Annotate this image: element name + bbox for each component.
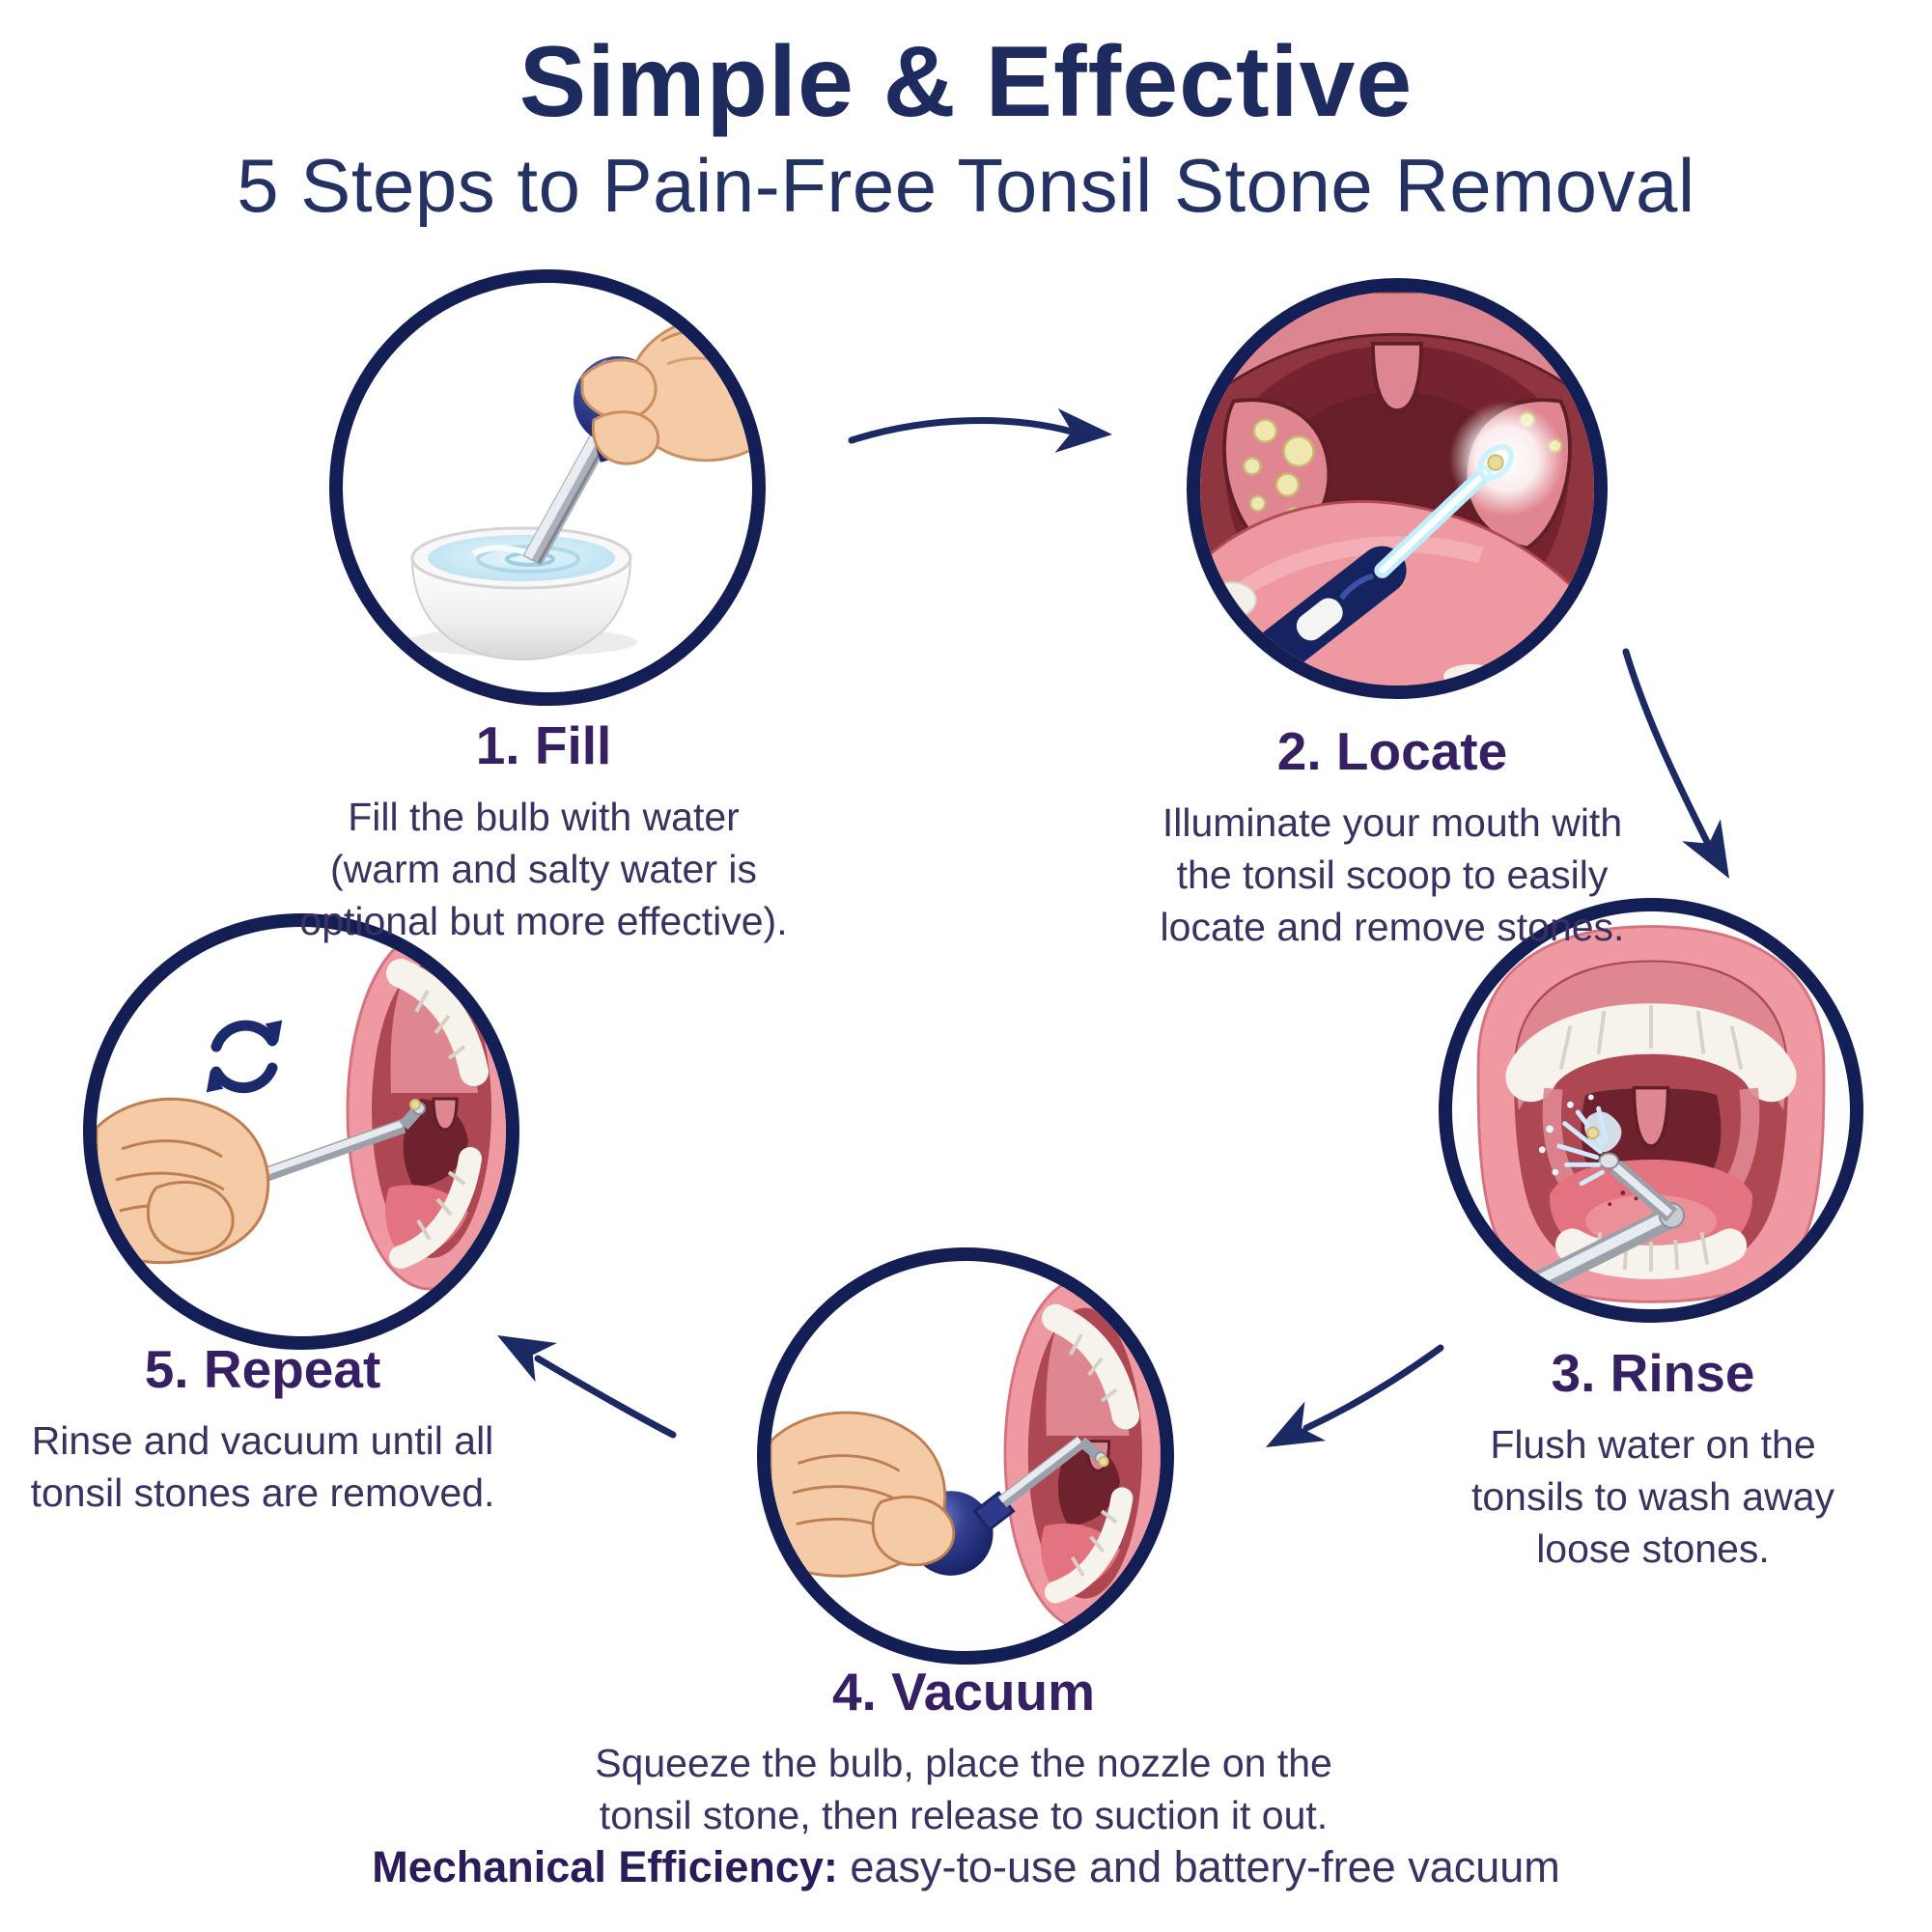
hand-icon xyxy=(580,314,752,465)
step3-rinse-illustration xyxy=(1439,898,1863,1323)
footer-note-rest: easy-to-use and battery-free vacuum xyxy=(837,1842,1560,1891)
step-4-caption: 4. Vacuum Squeeze the bulb, place the no… xyxy=(568,1663,1359,1841)
arrow-step1-to-step2-icon xyxy=(848,408,1112,453)
rinse-nozzle-icon xyxy=(1486,1152,1685,1309)
step-5-description: Rinse and vacuum until all tonsil stones… xyxy=(30,1417,495,1515)
step-2-label: 2. Locate xyxy=(1276,721,1508,781)
step-3-caption: 3. Rinse Flush water on the tonsils to w… xyxy=(1402,1344,1904,1575)
step-1-description: Fill the bulb with water (warm and salty… xyxy=(299,794,788,943)
water-bowl-icon xyxy=(406,526,637,661)
step-2-description: Illuminate your mouth with the tonsil sc… xyxy=(1160,799,1625,949)
step-3-description: Flush water on the tonsils to wash away … xyxy=(1470,1421,1834,1571)
water-spray-icon xyxy=(1538,1094,1638,1207)
step5-repeat-illustration xyxy=(83,913,519,1350)
page-title: Simple & Effective xyxy=(518,26,1414,138)
step-5-label: 5. Repeat xyxy=(144,1339,381,1399)
side-mouth-icon xyxy=(1003,1276,1161,1630)
step-5-caption: 5. Repeat Rinse and vacuum until all ton… xyxy=(0,1340,533,1519)
step-1-label: 1. Fill xyxy=(475,715,612,775)
step1-fill-illustration xyxy=(329,269,766,706)
step4-vacuum-illustration xyxy=(757,1247,1174,1665)
tonsil-scoop-icon xyxy=(1224,443,1515,686)
step-1-caption: 1. Fill Fill the bulb with water (warm a… xyxy=(235,716,853,947)
side-mouth-icon xyxy=(346,930,506,1291)
footer-note-lead: Mechanical Efficiency: xyxy=(372,1842,838,1891)
step-2-caption: 2. Locate Illuminate your mouth with the… xyxy=(1083,722,1701,953)
open-mouth-icon xyxy=(1476,925,1826,1303)
step-4-label: 4. Vacuum xyxy=(831,1662,1096,1722)
refresh-icon xyxy=(206,1020,283,1094)
hand-icon xyxy=(97,1097,270,1265)
step2-locate-illustration xyxy=(1187,278,1608,699)
header: Simple & Effective 5 Steps to Pain-Free … xyxy=(0,27,1932,230)
page-subtitle: 5 Steps to Pain-Free Tonsil Stone Remova… xyxy=(237,143,1695,229)
footer-note: Mechanical Efficiency: easy-to-use and b… xyxy=(0,1842,1932,1892)
hand-icon xyxy=(770,1411,956,1578)
step-3-label: 3. Rinse xyxy=(1551,1343,1755,1403)
step-4-description: Squeeze the bulb, place the nozzle on th… xyxy=(595,1740,1332,1837)
